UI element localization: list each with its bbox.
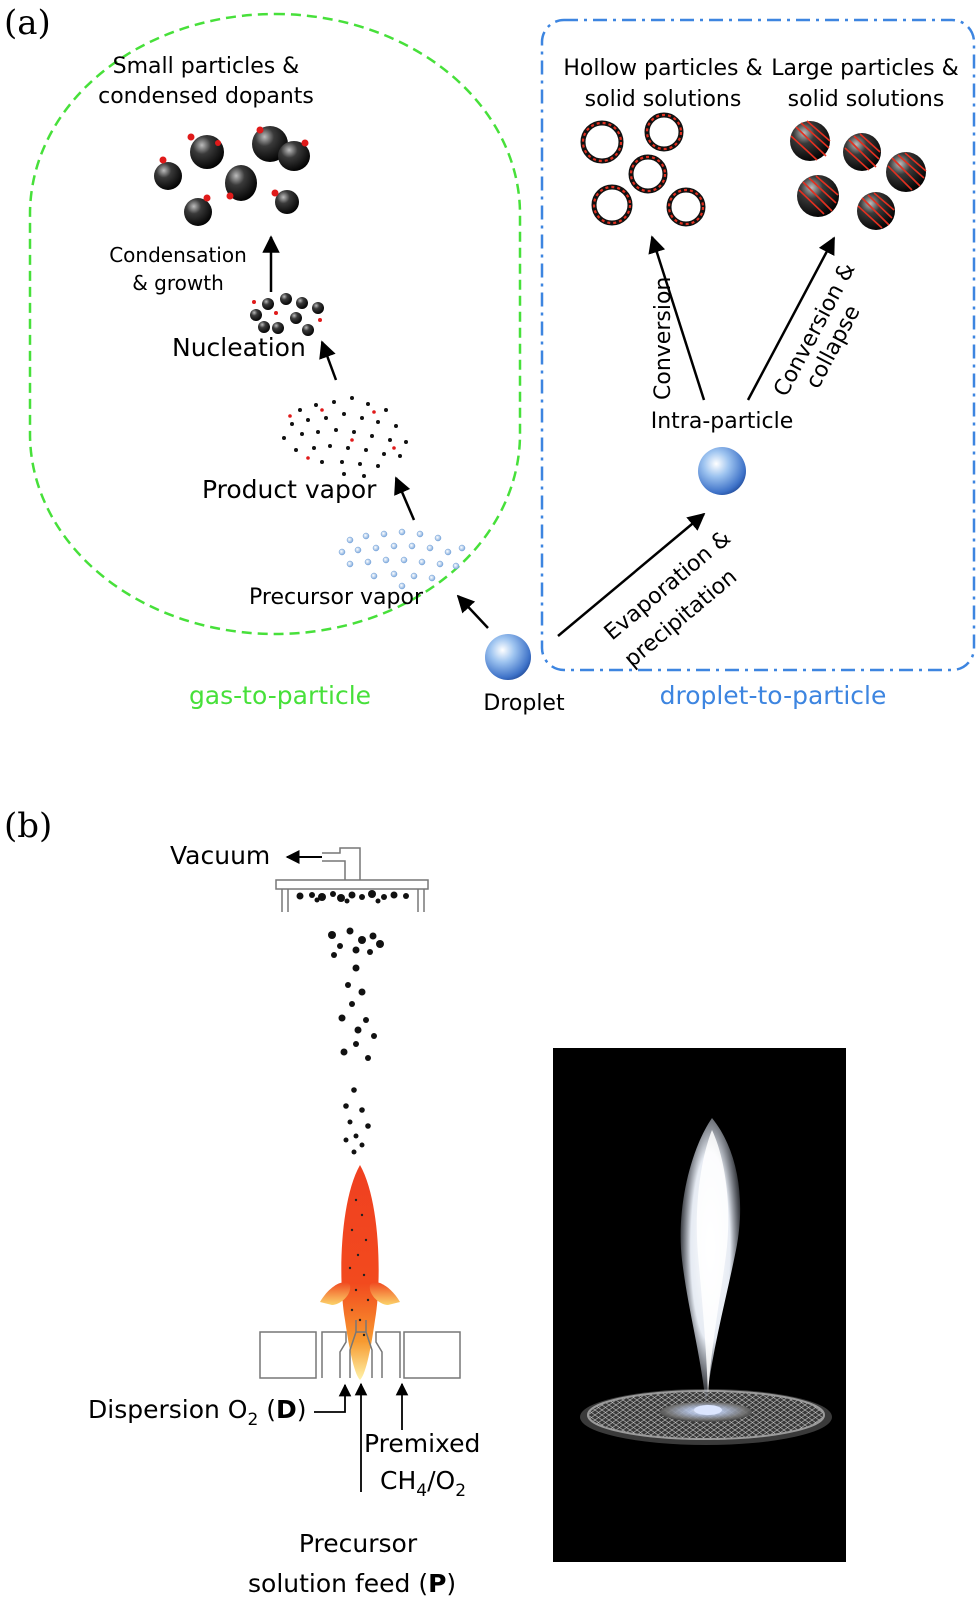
- conversion-collapse-arrow: [746, 236, 836, 401]
- panel-a-label: (a): [4, 3, 51, 43]
- product-vapor-dots: [282, 396, 408, 478]
- condensation-label-line1: Condensation: [109, 243, 247, 267]
- conversion-label: Conversion: [651, 277, 676, 400]
- product-vapor-label: Product vapor: [202, 475, 377, 504]
- collected-particles: [296, 890, 409, 904]
- small-particles-label-line2: condensed dopants: [98, 84, 314, 109]
- droplet-to-particle-label: droplet-to-particle: [660, 681, 887, 710]
- precursor-feed-label-line2: solution feed (P): [248, 1569, 456, 1598]
- droplet-sphere: [485, 634, 531, 680]
- large-particles: [790, 120, 927, 230]
- dispersion-label: Dispersion O2 (D): [88, 1395, 307, 1430]
- gas-to-particle-label: gas-to-particle: [189, 681, 371, 710]
- vacuum-label: Vacuum: [170, 841, 270, 870]
- conversion-arrow: [648, 235, 706, 401]
- small-particles-label-line1: Small particles &: [113, 54, 300, 79]
- droplet-label: Droplet: [483, 691, 565, 716]
- premixed-label-line2: CH4/O2: [380, 1466, 466, 1501]
- gas-to-particle-boundary: [28, 12, 522, 636]
- condensation-label-line2: & growth: [132, 271, 224, 295]
- flame-photograph: [553, 1048, 846, 1562]
- flame: [320, 1165, 400, 1380]
- precursor-vapor-label: Precursor vapor: [249, 585, 424, 610]
- precursor-vapor-dots: [338, 528, 466, 590]
- nucleation-cluster: [250, 293, 324, 336]
- precursor-feed-label-line1: Precursor: [299, 1529, 418, 1558]
- dispersion-arrow: [314, 1383, 352, 1413]
- nucleation-arrow: [319, 340, 338, 381]
- premixed-label-line1: Premixed: [364, 1429, 480, 1458]
- evaporation-arrow: [557, 512, 706, 637]
- hollow-particles-label-line2: solid solutions: [585, 87, 742, 112]
- droplet-to-particle-boundary: [540, 18, 976, 672]
- large-particles-label-line2: solid solutions: [788, 87, 945, 112]
- droplet-to-vapor-arrow: [456, 594, 489, 629]
- filter-holder: [275, 847, 429, 912]
- panel-b-label: (b): [4, 806, 52, 846]
- nucleation-label: Nucleation: [172, 333, 306, 362]
- large-particles-label-line1: Large particles &: [771, 56, 958, 81]
- intra-particle-sphere: [698, 447, 746, 495]
- small-particles-cluster: [154, 126, 310, 226]
- particle-stream: [328, 927, 384, 1155]
- intra-particle-label: Intra-particle: [651, 409, 794, 434]
- hollow-particles-label-line1: Hollow particles &: [563, 56, 762, 81]
- product-arrow: [394, 476, 416, 521]
- burner-nozzle: [259, 1320, 461, 1379]
- hollow-particles: [580, 112, 706, 227]
